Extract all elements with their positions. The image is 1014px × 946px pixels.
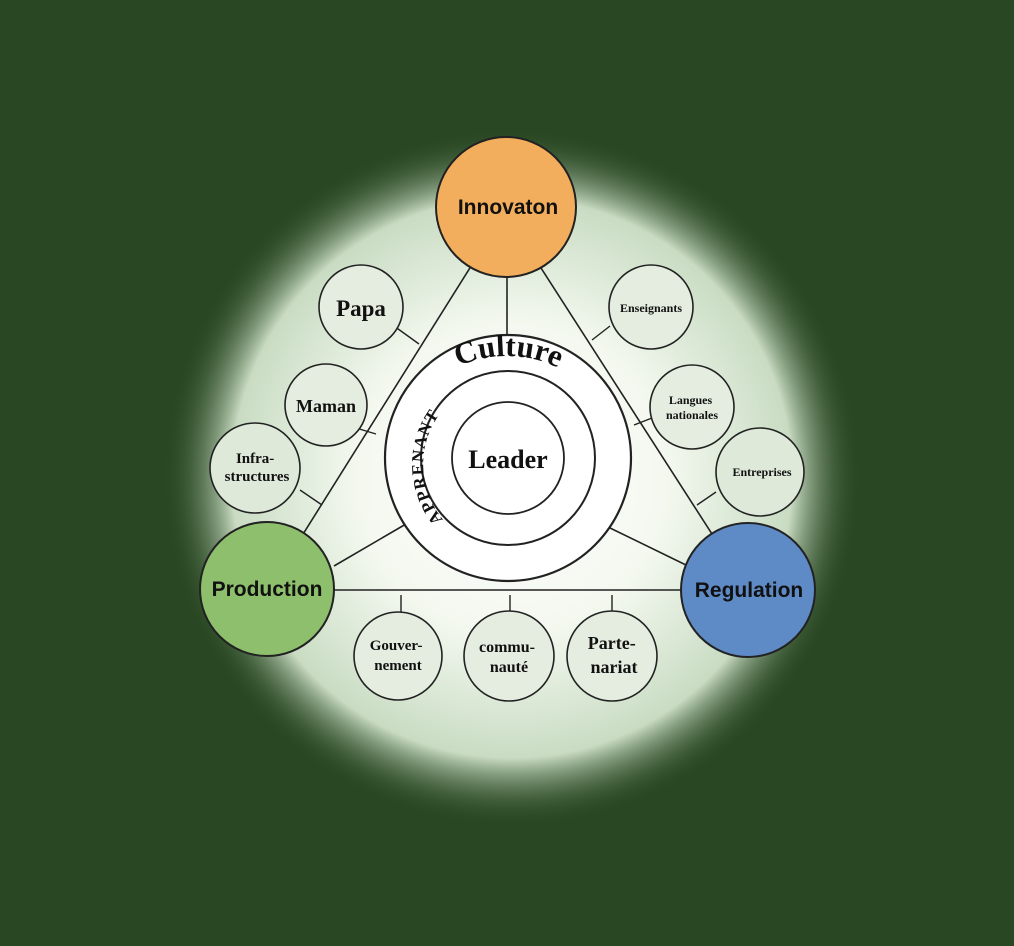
satellite-maman-label: Maman bbox=[296, 396, 356, 416]
leader-core-circle bbox=[451, 401, 565, 515]
satellite-infrastructures: Infra- structures bbox=[209, 422, 301, 514]
satellite-maman: Maman bbox=[284, 363, 368, 447]
leader-label: Leader bbox=[468, 445, 547, 474]
connector-production-center bbox=[333, 523, 407, 567]
satellite-infra-label: Infra- structures bbox=[225, 451, 290, 485]
satellite-langues-label: Langues nationales bbox=[666, 393, 718, 422]
connector-infra bbox=[299, 489, 323, 506]
satellite-communaute: commu- nauté bbox=[463, 610, 555, 702]
satellite-papa-label: Papa bbox=[336, 296, 386, 321]
satellite-papa: Papa bbox=[318, 264, 404, 350]
satellite-gouvernement-label: Gouver- nement bbox=[370, 638, 427, 674]
satellite-langues: Langues nationales bbox=[649, 364, 735, 450]
connector-langues bbox=[633, 417, 653, 426]
connector-enseignants bbox=[591, 325, 611, 341]
main-node-production: Production bbox=[199, 521, 335, 657]
main-node-innovation: Innovaton bbox=[435, 136, 577, 278]
satellite-entreprises-label: Entreprises bbox=[732, 465, 791, 479]
regulation-label: Regulation bbox=[695, 579, 804, 602]
connector-papa bbox=[393, 325, 420, 345]
triangle-frame bbox=[266, 210, 750, 591]
satellite-entreprises: Entreprises bbox=[715, 427, 805, 517]
satellite-partenariat-label: Parte- nariat bbox=[588, 633, 640, 677]
production-label: Production bbox=[212, 578, 323, 601]
connector-regulation-center bbox=[607, 526, 689, 567]
satellite-communaute-label: commu- nauté bbox=[479, 639, 539, 676]
satellite-enseignants: Enseignants bbox=[608, 264, 694, 350]
connector-entreprises bbox=[696, 491, 717, 506]
satellite-partenariat: Parte- nariat bbox=[566, 610, 658, 702]
innovation-label: Innovaton bbox=[458, 196, 558, 219]
satellite-enseignants-label: Enseignants bbox=[620, 301, 682, 315]
main-node-regulation: Regulation bbox=[680, 522, 816, 658]
satellite-gouvernement: Gouver- nement bbox=[353, 611, 443, 701]
